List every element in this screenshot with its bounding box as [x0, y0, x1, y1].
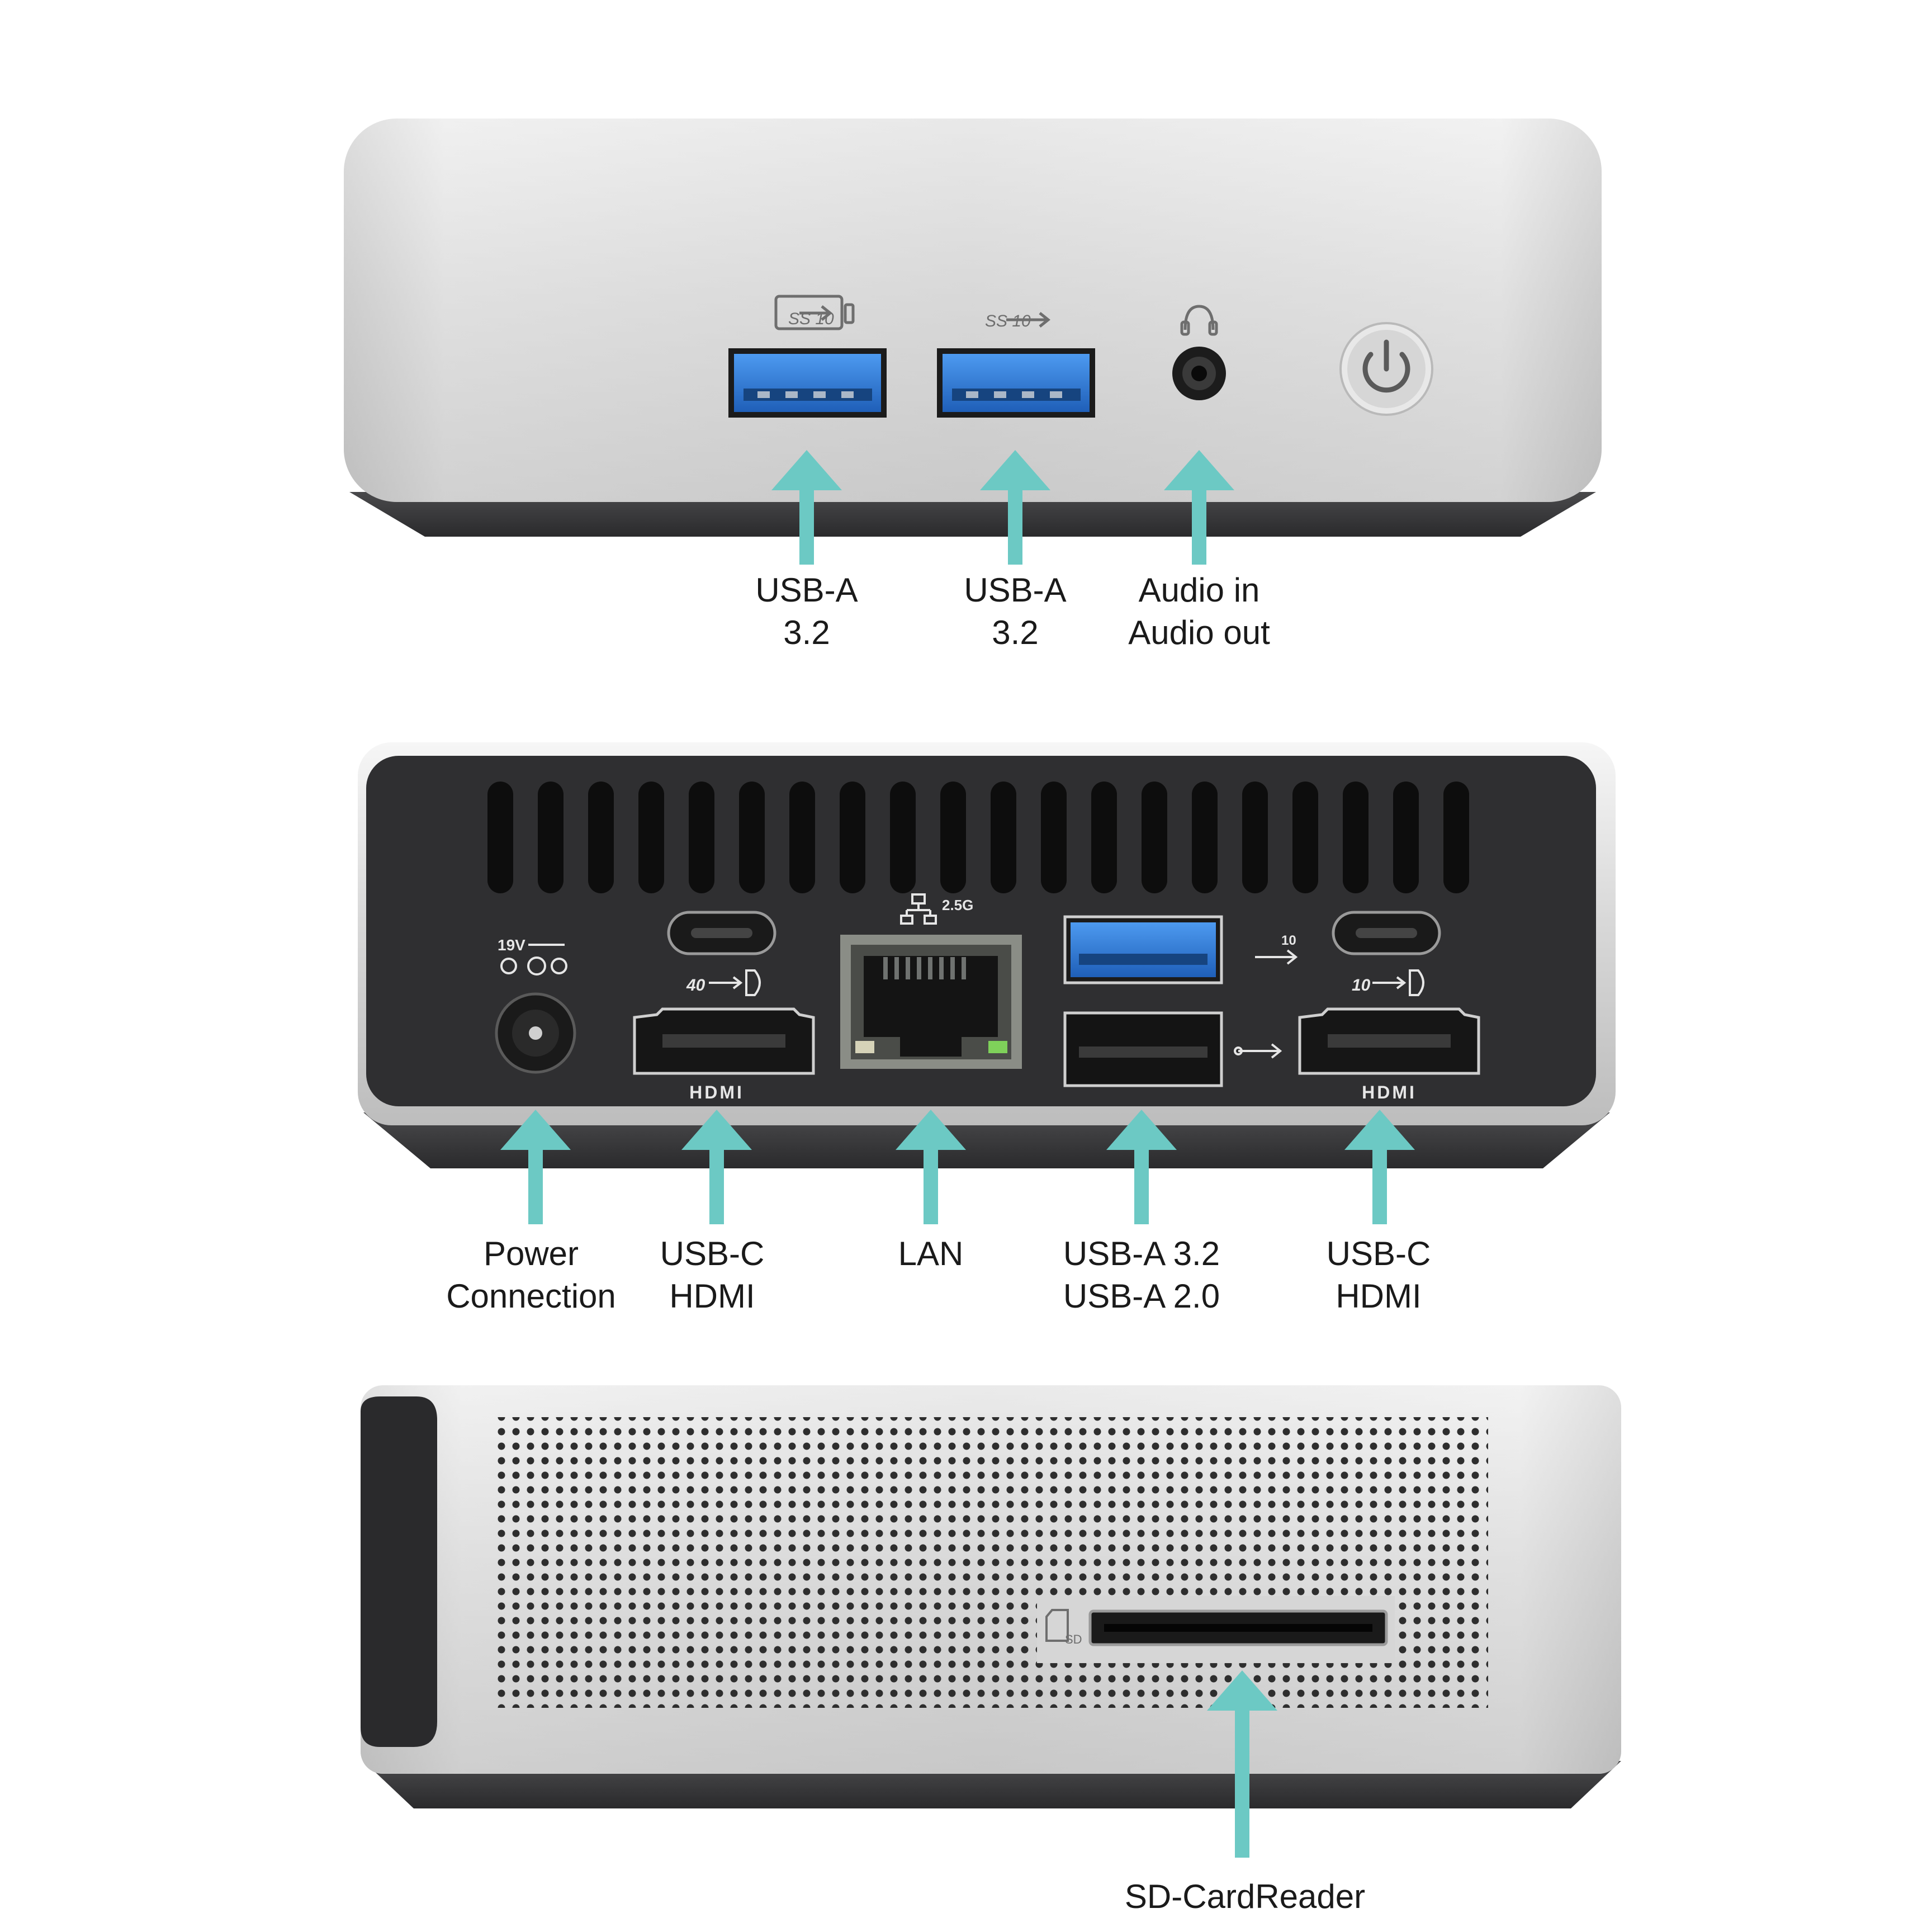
hdmi-left-port	[633, 1007, 815, 1075]
usb-c-40-port	[667, 911, 776, 955]
front-port-mark-left: SS 10	[788, 310, 834, 328]
usb-ss10-battery-icon	[774, 295, 855, 330]
label-front-audio: Audio in Audio out	[1128, 569, 1270, 654]
label-line: Audio in	[1138, 571, 1260, 609]
usb-a-2-0-port	[1063, 1011, 1223, 1087]
front-port-mark-right: SS 10	[985, 312, 1031, 330]
speaker-grille	[493, 1417, 1488, 1708]
front-view: SS 10 SS 10	[344, 119, 1602, 565]
back-view: 19V 40 HDMI	[358, 742, 1616, 1224]
hdmi-left-text: HDMI	[689, 1082, 744, 1102]
label-back-usbc-hdmi-right: USB-C HDMI	[1327, 1233, 1431, 1318]
arrow-front-usb-right	[980, 450, 1050, 565]
usb-a-3-2-back-port	[1063, 915, 1223, 984]
arrow-side-sd	[1207, 1670, 1277, 1858]
vent-slots	[487, 782, 1469, 893]
lan-speed: 2.5G	[942, 897, 973, 913]
front-usb-a-right-port	[937, 348, 1095, 418]
power-icon	[1362, 339, 1410, 393]
side-view: SD	[361, 1385, 1621, 1858]
label-line: USB-A	[755, 571, 858, 609]
arrow-back-usb-a	[1106, 1110, 1177, 1224]
dc-power-polarity-icon	[500, 944, 567, 976]
label-line: LAN	[898, 1235, 964, 1272]
headset-icon	[1180, 305, 1218, 336]
arrow-front-audio	[1164, 450, 1234, 565]
label-front-usb-a-left: USB-A 3.2	[755, 569, 858, 654]
label-front-usb-a-right: USB-A 3.2	[964, 569, 1066, 654]
arrow-back-usbc-hdmi-right	[1344, 1110, 1415, 1224]
label-line: Power	[483, 1235, 579, 1272]
label-line: USB-C	[660, 1235, 765, 1272]
tb-mark: 40	[686, 976, 705, 995]
label-line: Connection	[446, 1277, 616, 1315]
sd-card-slot	[1088, 1609, 1388, 1646]
label-back-usbc-hdmi-left: USB-C HDMI	[660, 1233, 765, 1318]
sd-card-icon	[1045, 1609, 1069, 1642]
label-line: HDMI	[669, 1277, 755, 1315]
hdmi-right-text: HDMI	[1362, 1082, 1417, 1102]
back-arrows	[500, 1110, 1415, 1224]
usb-ss10-back-icon	[1255, 949, 1298, 965]
label-line: USB-C	[1326, 1235, 1431, 1272]
lan-port	[840, 935, 1022, 1069]
label-side-sd: SD-CardReader	[1125, 1876, 1365, 1918]
usb-icon	[1234, 1043, 1282, 1059]
usb-10-displayport-icon	[1372, 969, 1424, 996]
usb-ss-mark: 10	[1281, 933, 1296, 948]
audio-jack	[1172, 347, 1226, 400]
label-back-usb-a: USB-A 3.2 USB-A 2.0	[1063, 1233, 1220, 1318]
front-usb-a-left-port	[728, 348, 887, 418]
front-base	[349, 492, 1596, 537]
arrow-back-usbc-hdmi-left	[681, 1110, 752, 1224]
hdmi-right-port	[1298, 1007, 1480, 1075]
dc-power-jack	[495, 992, 576, 1074]
label-line: 3.2	[783, 614, 830, 651]
network-icon	[900, 893, 937, 925]
label-back-power: Power Connection	[446, 1233, 616, 1318]
usb4-40-displayport-icon	[709, 969, 761, 996]
label-line: USB-A 3.2	[1063, 1235, 1220, 1272]
arrow-front-usb-left	[771, 450, 842, 565]
label-back-lan: LAN	[898, 1233, 964, 1275]
side-dark-edge	[361, 1396, 437, 1747]
back-base	[363, 1112, 1610, 1168]
arrow-back-lan	[896, 1110, 966, 1224]
dc-rating: 19V	[498, 936, 525, 954]
label-line: HDMI	[1336, 1277, 1422, 1315]
label-line: 3.2	[992, 614, 1039, 651]
label-line: USB-A	[964, 571, 1067, 609]
label-line: USB-A 2.0	[1063, 1277, 1220, 1315]
usb-c-10-port	[1332, 911, 1441, 955]
usb-ss10-icon	[1006, 312, 1051, 328]
usbc-mark: 10	[1352, 976, 1371, 995]
arrow-back-power	[500, 1110, 571, 1224]
front-arrows	[771, 450, 1234, 565]
side-arrows	[1207, 1670, 1277, 1858]
label-line: SD-CardReader	[1124, 1878, 1366, 1915]
label-line: Audio out	[1128, 614, 1270, 651]
sd-mark: SD	[1065, 1632, 1082, 1646]
